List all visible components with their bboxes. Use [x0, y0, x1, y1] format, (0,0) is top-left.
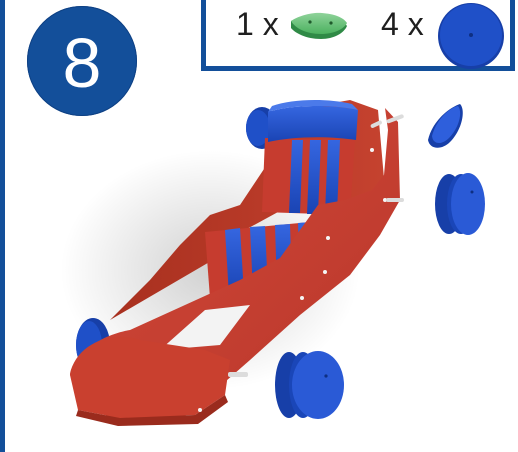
headrest-bar: [268, 100, 358, 142]
loose-wheel-bottom: [275, 351, 344, 419]
loose-seat-piece: [428, 104, 463, 148]
loose-wheel-right: [435, 173, 485, 235]
